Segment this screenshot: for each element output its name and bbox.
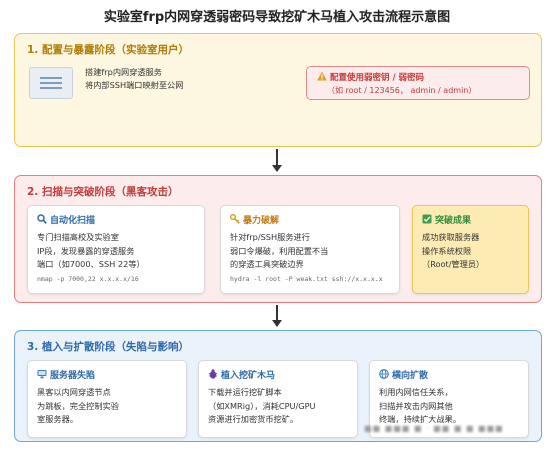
card-title: 植入挖矿木马 [221,371,276,381]
diagram-title: 实验室frp内网穿透弱密码导致挖矿木马植入攻击流程示意图 [103,10,451,25]
card-breach-result: 突破成果 成功获取服务器 操作系统权限 （Root/管理员） [412,205,529,294]
stage-implant-spread: 3. 植入与扩散阶段（失陷与影响） 服务器失陷 黑客以内网穿透节点 为跳板，完全… [14,330,542,442]
stage-description: 搭建frp内网穿透服务 将内部SSH端口映射至公网 [85,67,184,90]
server-icon [37,370,47,379]
command-example: nmap -p 7000,22 x.x.x.x/16 [37,274,139,283]
stage-config-exposure: 1. 配置与暴露阶段（实验室用户） 搭建frp内网穿透服务 将内部SSH端口映射… [14,33,542,147]
monitor-icon [29,67,73,99]
card-title: 自动化扫描 [50,216,96,226]
stage-scan-breach: 2. 扫描与突破阶段（黑客攻击） 自动化扫描 专门扫描高校及实验室 IP段，发现… [14,175,542,303]
magnifier-icon [37,214,47,224]
stage-title: 2. 扫描与突破阶段（黑客攻击） [27,186,179,198]
warning-body: （如 root / 123456， admin / admin） [327,86,477,95]
warning-icon [317,71,327,81]
card-title: 横向扩散 [392,371,429,381]
watermark: ■■ ■■■ ■ · ■■ ■ ■ ■■■ [364,424,504,433]
card-body: 成功获取服务器 操作系统权限 （Root/管理员） [422,232,485,269]
bug-icon [209,369,217,379]
card-title: 服务器失陷 [50,371,96,381]
card-body: 利用内网信任关系， 扫描并攻击内网其他 终端，持续扩大战果。 [379,387,461,424]
card-body: 黑客以内网穿透节点 为跳板，完全控制实验 室服务器。 [37,387,119,424]
stage-title: 1. 配置与暴露阶段（实验室用户） [27,44,189,56]
card-body: 下载并运行挖矿脚本 （如XMRig），消耗CPU/GPU 资源进行加密货币挖矿。 [208,387,316,424]
weak-password-warning: 配置使用弱密钥 / 弱密码 （如 root / 123456， admin / … [306,66,530,100]
check-icon [422,214,432,224]
stage-title: 3. 植入与扩散阶段（失陷与影响） [27,341,189,353]
card-miner-implant: 植入挖矿木马 下载并运行挖矿脚本 （如XMRig），消耗CPU/GPU 资源进行… [198,360,358,438]
flow-arrow [272,149,282,172]
card-brute-force: 暴力破解 针对frp/SSH服务进行 弱口令爆破，利用配置不当 的穿透工具突破边… [220,205,400,294]
flow-arrow [272,305,282,327]
card-title: 暴力破解 [243,216,280,226]
card-auto-scan: 自动化扫描 专门扫描高校及实验室 IP段，发现暴露的穿透服务 端口（如7000、… [27,205,205,294]
card-server-compromised: 服务器失陷 黑客以内网穿透节点 为跳板，完全控制实验 室服务器。 [27,360,187,438]
key-icon [230,214,240,224]
card-body: 专门扫描高校及实验室 IP段，发现暴露的穿透服务 端口（如7000、SSH 22… [37,232,145,269]
globe-icon [379,369,389,379]
card-lateral-spread: 横向扩散 利用内网信任关系， 扫描并攻击内网其他 终端，持续扩大战果。 [369,360,529,438]
card-title: 突破成果 [435,216,472,226]
card-body: 针对frp/SSH服务进行 弱口令爆破，利用配置不当 的穿透工具突破边界 [230,232,329,269]
warning-title: 配置使用弱密钥 / 弱密码 [330,73,425,83]
command-example: hydra -l root -P weak.txt ssh://x.x.x.x [230,274,383,283]
